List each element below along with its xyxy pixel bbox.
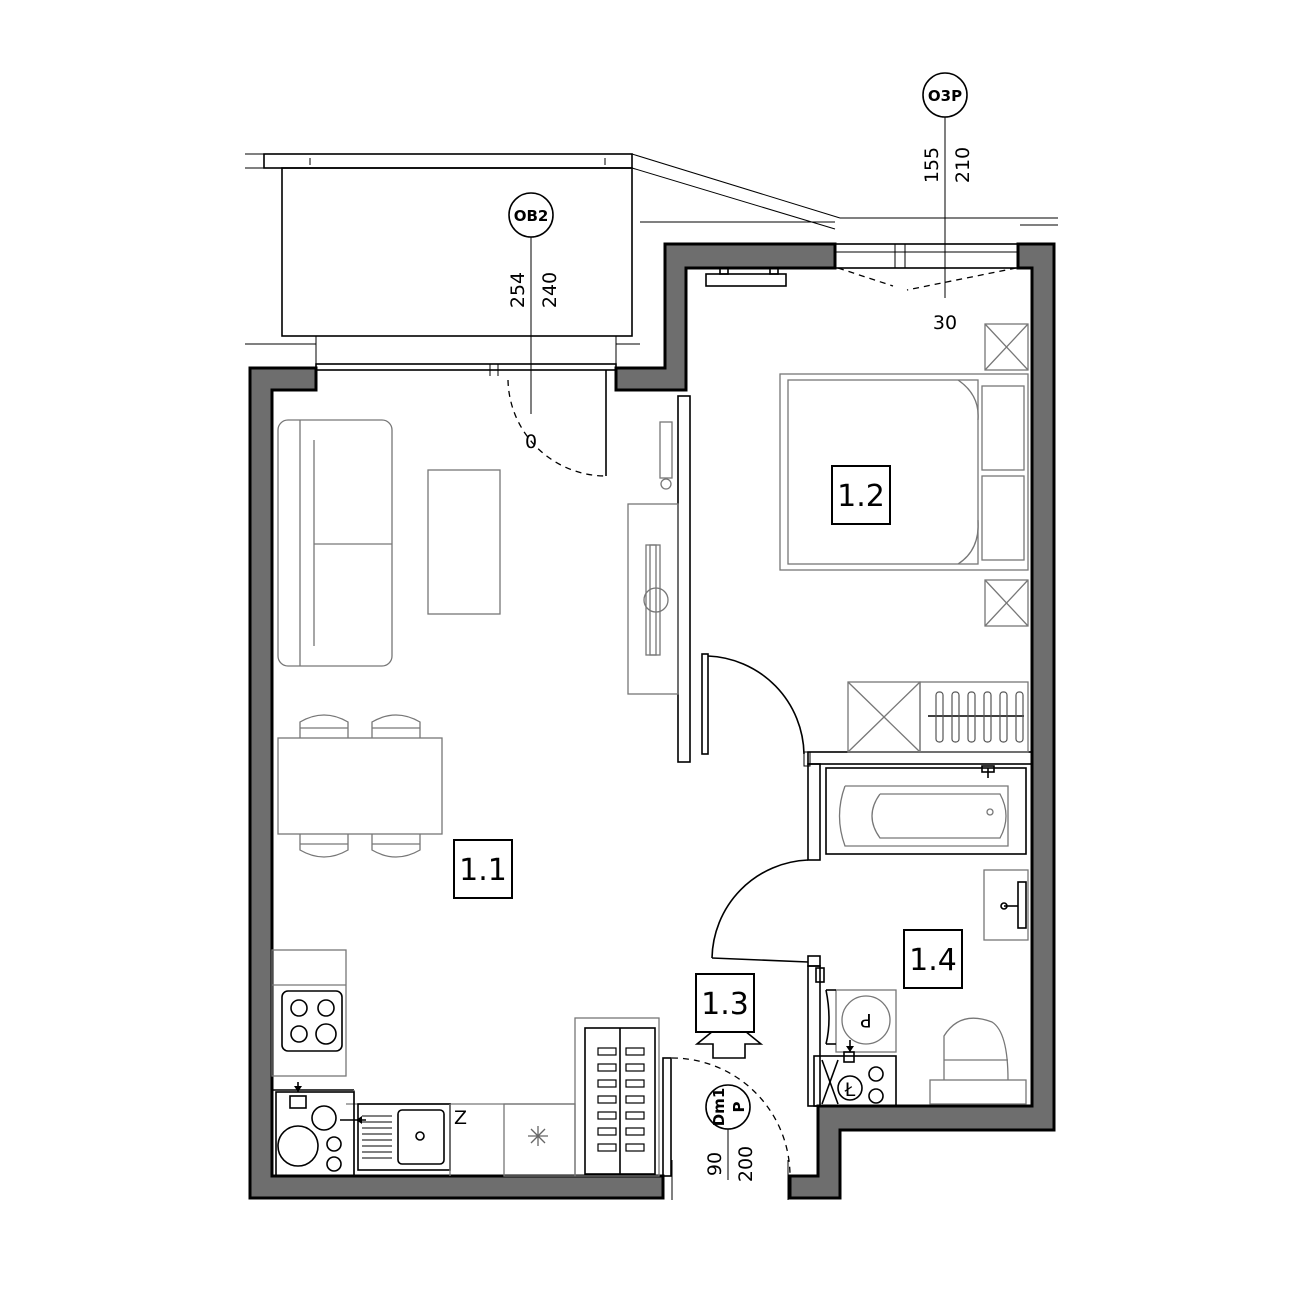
bathroom: P Ł [813,765,1029,1107]
room-label-bathroom: 1.4 [909,943,957,978]
hall-doors [662,859,821,1200]
kitchen-sink [357,1103,451,1171]
washing-machine [835,989,897,1053]
tv-cabinet [627,503,679,695]
wall-left [248,366,665,1200]
boiler [275,1091,355,1177]
interior-walls [272,395,1033,1107]
bedroom-window-dim-a: 155 [921,147,943,183]
bed [779,373,1029,571]
bedroom-furniture [701,323,1029,767]
bedroom-window-dim-b: 210 [952,147,974,183]
sink-mark: Z [454,1107,467,1129]
bedroom-window-code: O3P [928,87,962,105]
partition-bath-left [807,763,821,861]
entry-door-code-suffix: P [730,1102,748,1113]
balcony-window-sill: 0 [525,431,537,453]
balcony-window-dim-b: 240 [539,272,561,308]
balcony-window-tag: OB2 254 240 0 [507,192,561,453]
bathroom-boiler [813,1055,897,1107]
dryer-mark: P [860,1009,871,1031]
room-label-hall: 1.3 [701,987,749,1022]
entry-door-tag: Dm1 P 90 200 [704,1084,757,1182]
dining-table [277,737,443,835]
balcony [245,153,1058,477]
entry-door-dim-a: 90 [704,1152,726,1176]
kitchen: Z [271,949,660,1177]
bath-mark: Ł [844,1079,856,1101]
washbasin [983,869,1029,941]
bedroom-window-tag: O3P 155 210 30 [921,72,974,334]
room-label-bedroom: 1.2 [837,479,885,514]
toilet [929,1079,1027,1105]
balcony-window-code: OB2 [514,207,549,225]
wall-balcony-pier [614,242,837,392]
partition-bedroom-bath [807,751,1033,765]
balcony-window-dim-a: 254 [507,272,529,308]
hob [281,990,343,1052]
bathtub [825,767,1027,855]
room-label-living: 1.1 [459,853,507,888]
living-furniture [277,419,679,858]
sofa [277,419,393,667]
wall-right [788,242,1056,1200]
bedroom-window-sill: 30 [933,312,957,334]
partition-living-bedroom [677,395,691,763]
walls [248,242,1056,1200]
bedroom-window [705,243,1019,291]
entry-door-dim-b: 200 [735,1146,757,1182]
entry-door-code: Dm1 [710,1088,728,1127]
room-labels: 1.2 1.1 1.4 1.3 [453,465,963,1033]
coffee-table [427,469,501,615]
